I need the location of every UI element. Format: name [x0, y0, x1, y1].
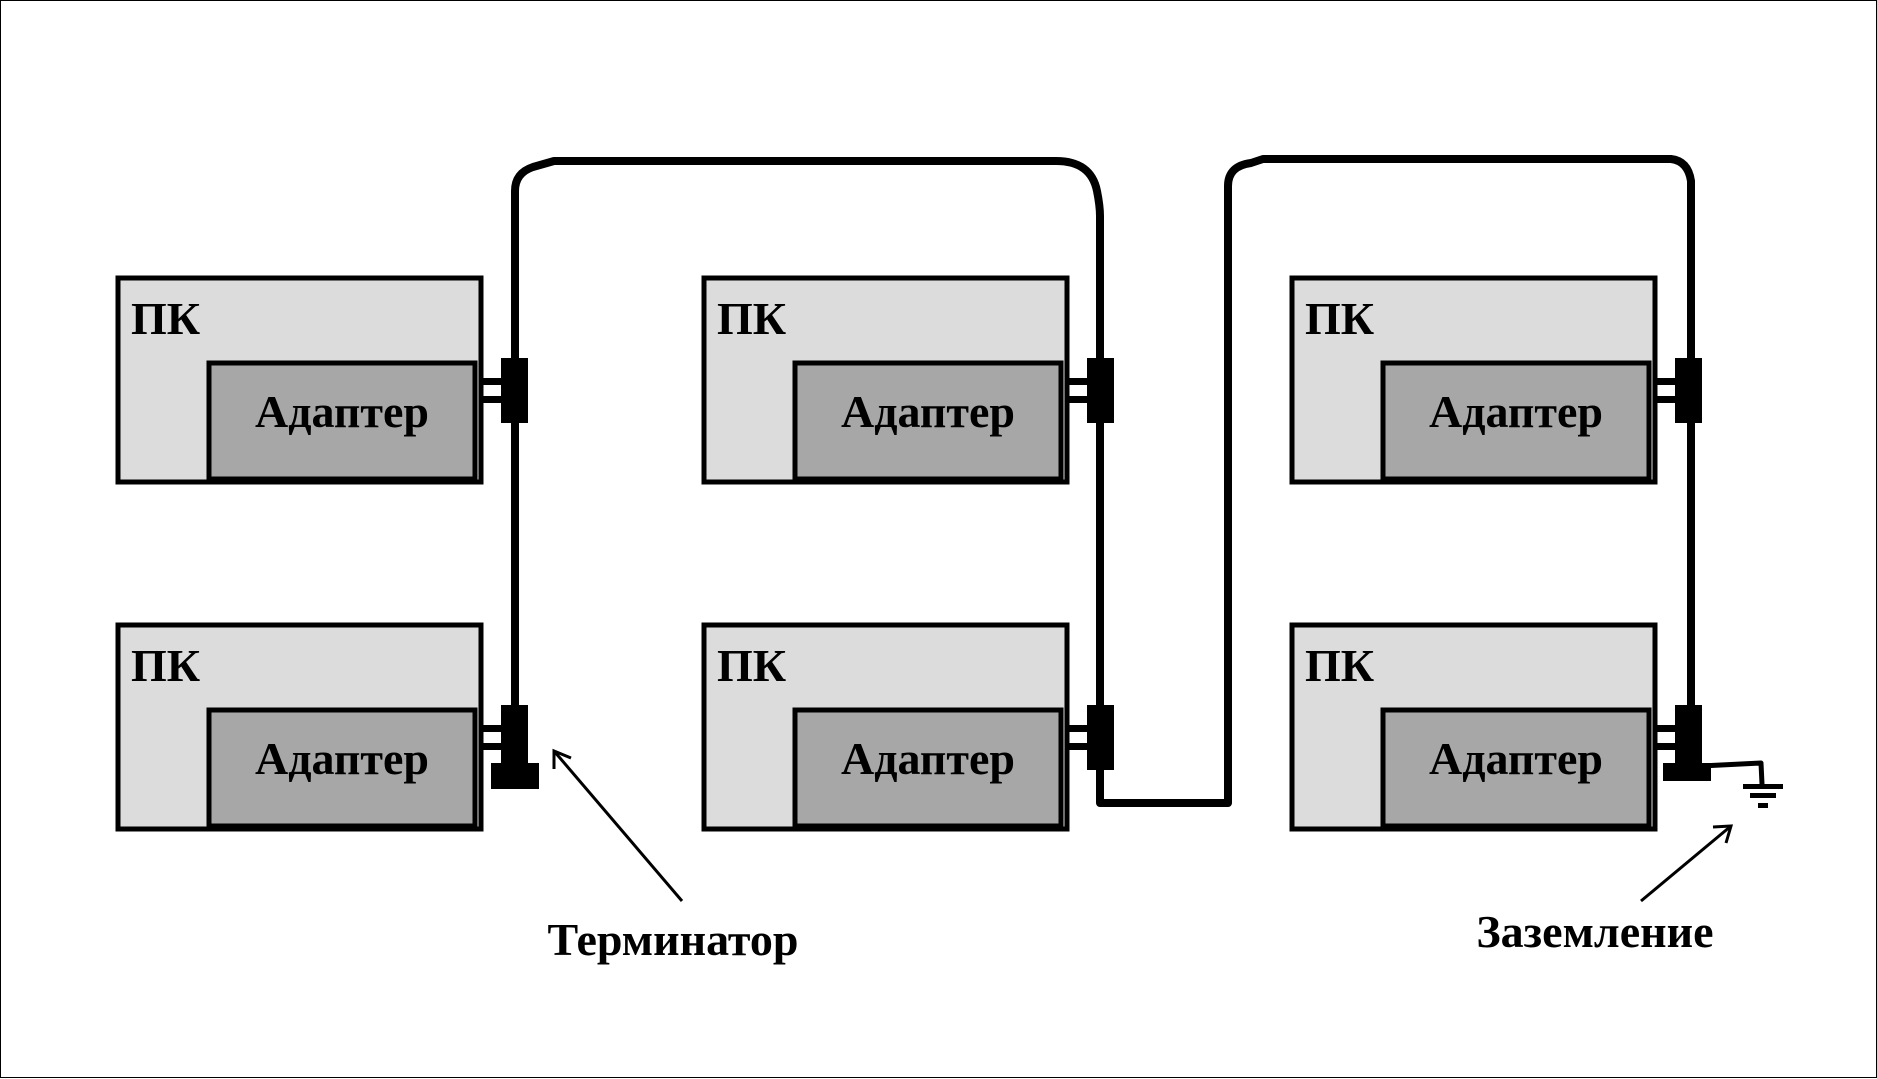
t-connector-3: [1087, 358, 1114, 423]
pc-node-5: ПК Адаптер: [1289, 275, 1658, 485]
terminator-block: [491, 763, 539, 789]
pc-label: ПК: [131, 293, 200, 344]
t-connector-2: [501, 705, 528, 770]
pc-node-3: ПК Адаптер: [701, 275, 1070, 485]
pc-label: ПК: [717, 293, 786, 344]
t-connector-6: [1675, 705, 1702, 770]
t-connector-1: [501, 358, 528, 423]
adapter-box: [1380, 360, 1652, 482]
t-connector-5: [1675, 358, 1702, 423]
adapter-stub-6: [1655, 725, 1675, 750]
adapter-stub-3: [1067, 378, 1087, 403]
adapter-stub-5: [1655, 378, 1675, 403]
adapter-box: [1380, 707, 1652, 829]
pc-node-2: ПК Адаптер: [115, 622, 484, 832]
adapter-label: Адаптер: [255, 733, 429, 784]
adapter-label: Адаптер: [841, 386, 1015, 437]
pc-label: ПК: [1305, 293, 1374, 344]
bus-cable-segment-1: [511, 155, 1695, 807]
adapter-stub-4: [1067, 725, 1087, 750]
pc-node-4: ПК Адаптер: [701, 622, 1070, 832]
adapter-label: Адаптер: [841, 733, 1015, 784]
adapter-stub-1: [481, 378, 501, 403]
adapter-label: Адаптер: [1429, 386, 1603, 437]
adapter-box: [792, 707, 1064, 829]
terminator-label: Терминатор: [548, 914, 799, 965]
pc-label: ПК: [131, 640, 200, 691]
adapter-stub-2: [481, 725, 501, 750]
adapter-box: [206, 360, 478, 482]
ground-arrow: [1640, 824, 1734, 903]
ground-wire: [1698, 760, 1765, 787]
t-connector-4: [1087, 705, 1114, 770]
terminator-arrow: [552, 748, 684, 902]
adapter-box: [206, 707, 478, 829]
adapter-box: [792, 360, 1064, 482]
pc-label: ПК: [717, 640, 786, 691]
pc-label: ПК: [1305, 640, 1374, 691]
pc-node-1: ПК Адаптер: [115, 275, 484, 485]
pc-node-6: ПК Адаптер: [1289, 622, 1658, 832]
adapter-label: Адаптер: [1429, 733, 1603, 784]
ground-label: Заземление: [1476, 906, 1713, 957]
ground-icon: [1743, 784, 1783, 808]
adapter-label: Адаптер: [255, 386, 429, 437]
